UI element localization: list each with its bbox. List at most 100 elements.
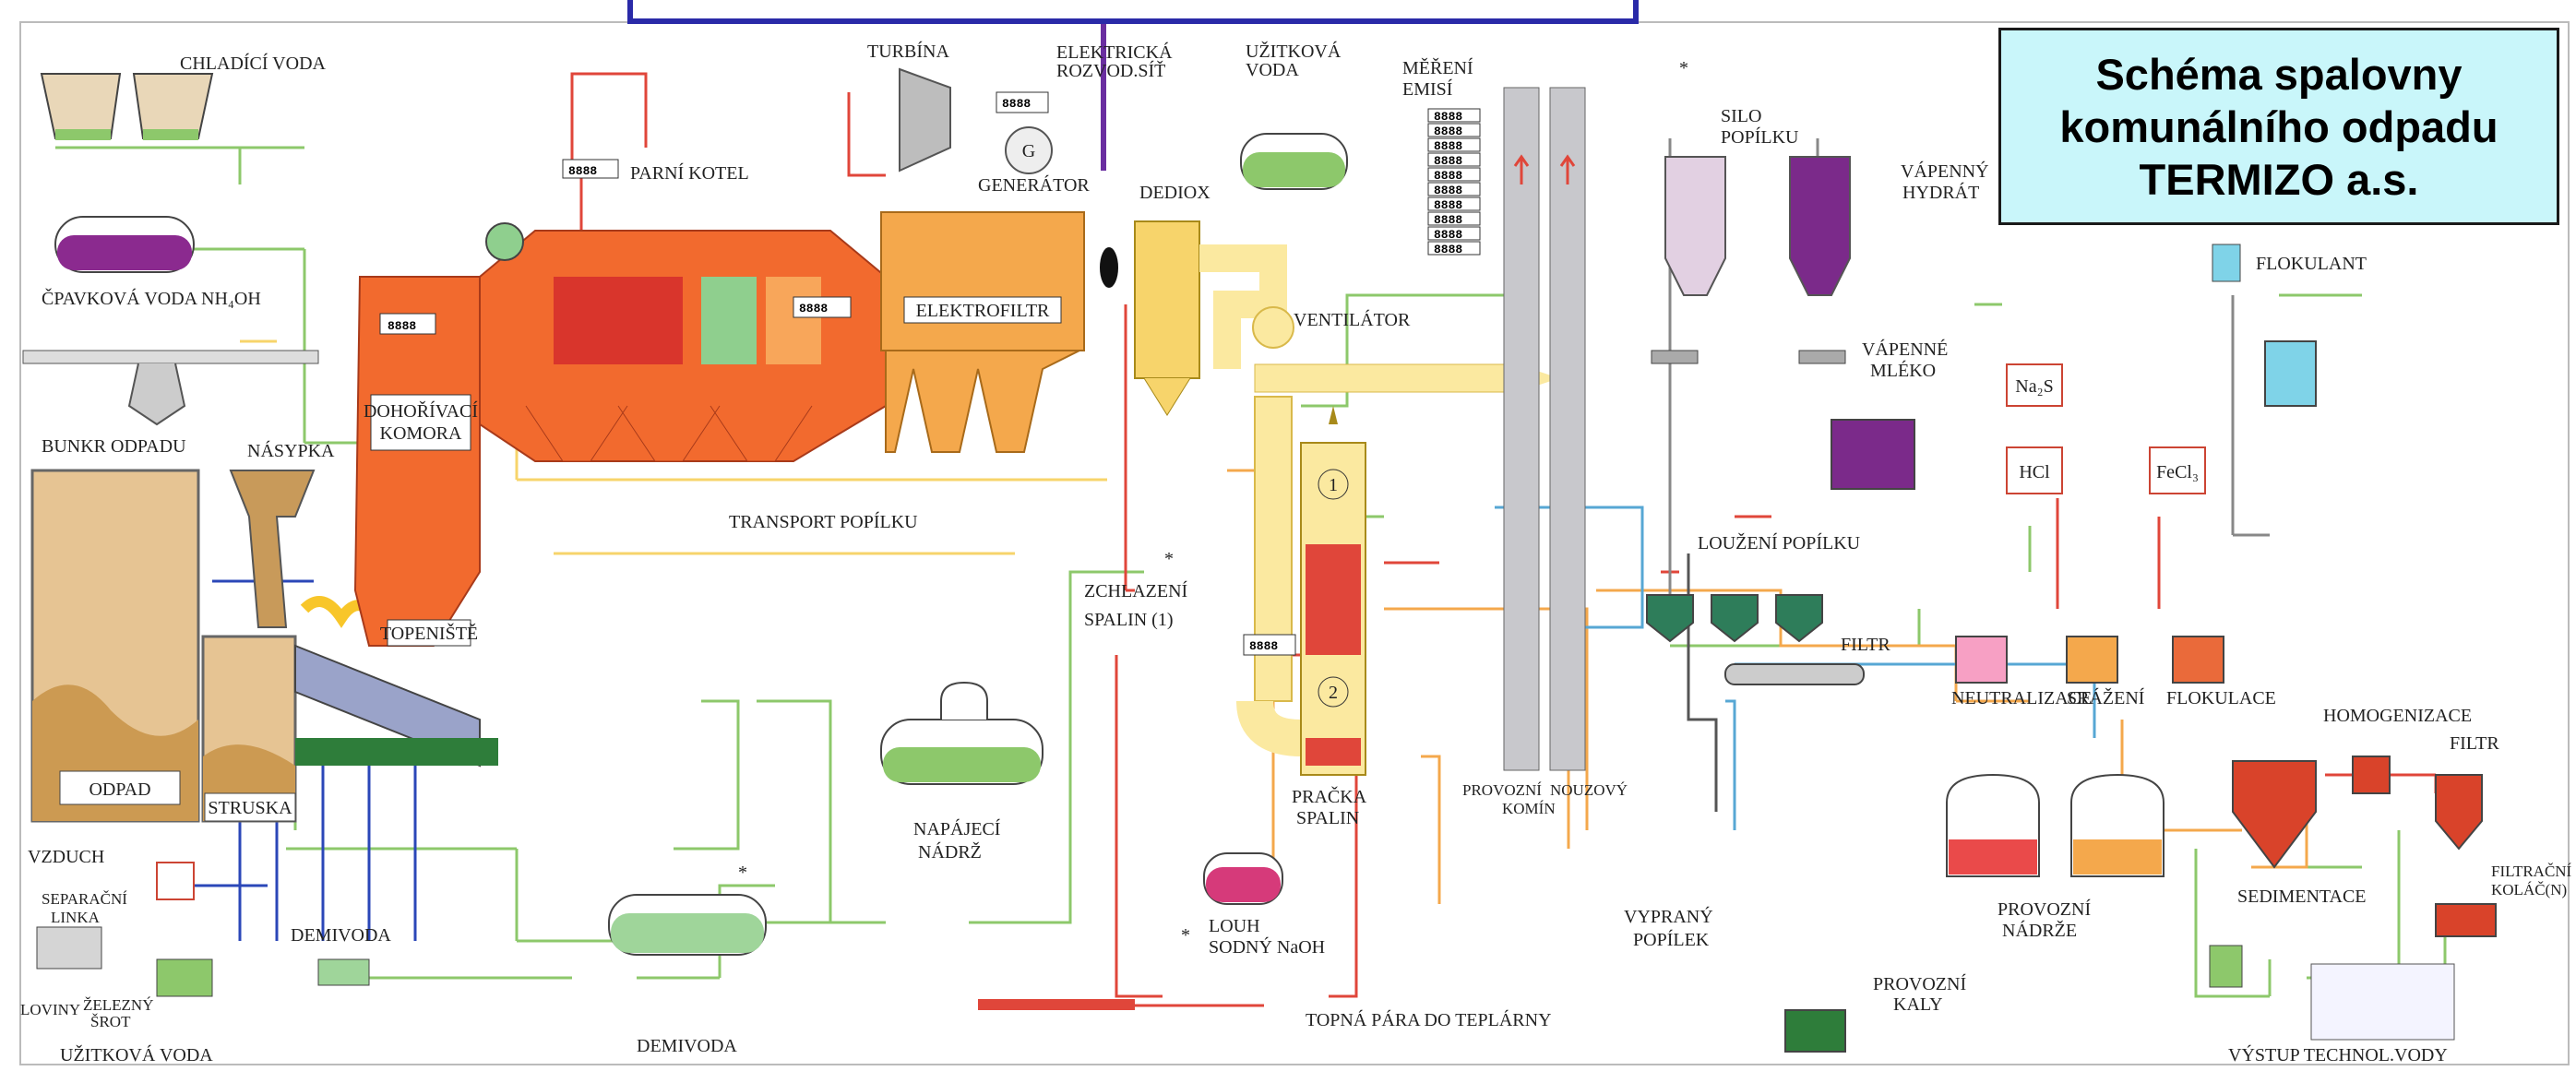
emission-display-value: 8888 (1434, 243, 1462, 256)
emission-display-value: 8888 (1434, 184, 1462, 197)
chimneys (1504, 88, 1585, 770)
label-silo-2: POPÍLKU (1721, 126, 1799, 148)
label-nasypka: NÁSYPKA (247, 440, 335, 461)
label-odpad: ODPAD (89, 779, 150, 800)
waste-bunker (32, 470, 198, 821)
label-zelezny-2: ŠROT (90, 1013, 131, 1030)
demivoda-tank-small (318, 959, 369, 985)
emission-display-value: 8888 (1434, 125, 1462, 138)
ammonia-tank (55, 217, 194, 272)
asterisk-2: * (1164, 549, 1174, 569)
demivoda-tank (609, 895, 766, 955)
label-vapenny-2: HYDRÁT (1902, 182, 1979, 203)
label-vapenne-2: MLÉKO (1870, 360, 1936, 381)
label-uzitkova-voda-top-2: VODA (1246, 60, 1299, 80)
label-silo-1: SILO (1721, 106, 1761, 126)
display-generator: 8888 (1002, 97, 1031, 111)
label-provozni-komin-2: KOMÍN (1502, 800, 1556, 817)
asterisk-4: * (1181, 925, 1190, 946)
display-afterburn: 8888 (388, 319, 416, 333)
label-flokulace: FLOKULACE (2166, 688, 2276, 708)
utility-water-tank-small (157, 959, 212, 996)
dediox-unit (1100, 221, 1199, 415)
label-flokulant: FLOKULANT (2256, 254, 2367, 274)
scrubber-step-1: 1 (1329, 475, 1338, 495)
crane (23, 351, 318, 424)
separation-unit (37, 927, 101, 969)
label-louh-1: LOUH (1209, 916, 1260, 936)
label-zchlazeni-2: SPALIN (1) (1084, 610, 1174, 630)
label-ventilator: VENTILÁTOR (1294, 309, 1411, 330)
output-water-unit (2210, 946, 2454, 1040)
naoh-tank (1204, 853, 1282, 904)
label-struska: STRUSKA (208, 798, 292, 818)
label-vyprany-1: VYPRANÝ (1624, 906, 1713, 927)
label-vyprany-2: POPÍLEK (1633, 929, 1710, 950)
label-vapenny-1: VÁPENNÝ (1901, 161, 1989, 182)
label-separacni-1: SEPARAČNÍ (42, 890, 127, 908)
flue-gas-scrubber (1301, 406, 1366, 775)
asterisk-1: * (1679, 58, 1688, 78)
label-parni-kotel: PARNÍ KOTEL (630, 162, 749, 184)
label-mereni-2: EMISÍ (1402, 78, 1453, 100)
sedimentation-tank (2233, 756, 2496, 936)
display-boiler-top: 8888 (568, 164, 597, 178)
asterisk-3: * (738, 863, 747, 883)
label-hcl: HCl (2019, 462, 2050, 482)
label-filtracni-1: FILTRAČNÍ (2491, 863, 2572, 880)
label-topeniste: TOPENIŠTĚ (380, 622, 478, 644)
label-bunkr-odpadu: BUNKR ODPADU (42, 436, 186, 457)
emission-display-value: 8888 (1434, 169, 1462, 183)
label-demivoda-left: DEMIVODA (291, 925, 391, 946)
label-chladici-voda: CHLADÍCÍ VODA (180, 53, 327, 74)
emission-display-value: 8888 (1434, 139, 1462, 153)
label-provozni-nadrze-2: NÁDRŽE (2002, 920, 2077, 941)
process-tanks (1947, 775, 2164, 876)
label-transport-popilku: TRANSPORT POPÍLKU (729, 511, 918, 532)
label-loviny: LOVINY (20, 1001, 80, 1018)
label-louzeni: LOUŽENÍ POPÍLKU (1698, 532, 1861, 553)
label-vystup: VÝSTUP TECHNOL.VODY (2228, 1044, 2448, 1065)
afterburn-chamber (355, 277, 480, 646)
label-separacni-2: LINKA (51, 909, 101, 926)
label-topna-para: TOPNÁ PÁRA DO TEPLÁRNY (1306, 1009, 1552, 1030)
label-filtr-right: FILTR (2450, 733, 2499, 754)
emission-display-value: 8888 (1434, 198, 1462, 212)
hopper-nasypka (231, 470, 314, 627)
label-srazeni: SRÁŽENÍ (2067, 687, 2145, 708)
label-elektricka-2: ROZVOD.SÍŤ (1056, 60, 1165, 81)
emission-display-value: 8888 (1434, 154, 1462, 168)
label-napajeci-2: NÁDRŽ (918, 841, 982, 863)
label-turbina: TURBÍNA (867, 41, 949, 62)
emission-display-value: 8888 (1434, 110, 1462, 124)
air-heater (157, 863, 194, 899)
label-provozni-kaly-1: PROVOZNÍ (1873, 973, 1966, 994)
label-pracka-2: SPALIN (1296, 808, 1359, 828)
label-elektricka-1: ELEKTRICKÁ (1056, 42, 1173, 63)
feed-water-tank (881, 683, 1043, 784)
label-elektrofiltr: ELEKTROFILTR (916, 301, 1050, 321)
label-generator: GENERÁTOR (978, 174, 1090, 196)
treatment-tanks (1956, 637, 2224, 683)
cooling-towers (42, 74, 212, 140)
label-sedimentace: SEDIMENTACE (2237, 887, 2367, 907)
lime-hydrate-silo (1790, 157, 1850, 363)
label-homogenizace: HOMOGENIZACE (2323, 706, 2472, 726)
label-provozni-komin-1: PROVOZNÍ (1462, 781, 1542, 799)
label-dediox: DEDIOX (1139, 183, 1210, 203)
label-cpavkova-voda: ČPAVKOVÁ VODA NH₄OH (42, 287, 261, 309)
emission-display-value: 8888 (1434, 228, 1462, 242)
emission-display-value: 8888 (1434, 213, 1462, 227)
label-vzduch: VZDUCH (28, 847, 104, 867)
label-louh-2: SODNÝ NaOH (1209, 936, 1325, 958)
generator-symbol: G (1022, 141, 1035, 161)
display-boiler: 8888 (799, 302, 828, 315)
diagram-title: Schéma spalovny komunálního odpadu TERMI… (2059, 48, 2498, 206)
label-napajeci-1: NAPÁJECÍ (913, 818, 1001, 839)
label-fecl3: FeCl₃ (2156, 462, 2199, 482)
process-sludge-tank (1785, 1010, 1845, 1052)
scrubber-step-2: 2 (1329, 683, 1338, 703)
label-nouzovy-komin: NOUZOVÝ (1550, 781, 1628, 799)
ash-silo (1652, 157, 1725, 363)
ash-leaching-tanks (1647, 595, 1864, 684)
